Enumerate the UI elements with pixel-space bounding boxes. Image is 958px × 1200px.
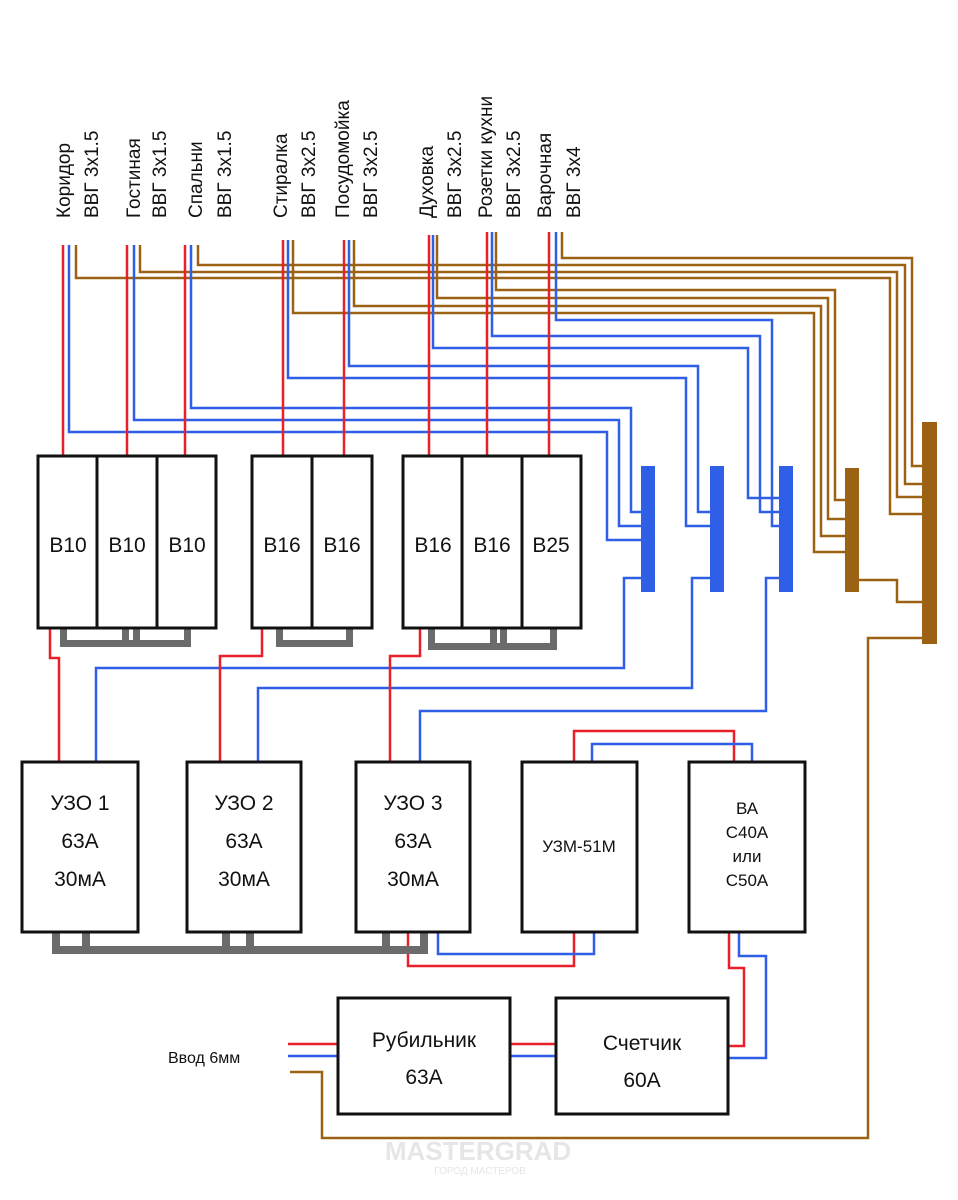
- circuit-cable-dishwasher: ВВГ 3х2.5: [361, 131, 382, 218]
- rcd-2-name: УЗО 2: [214, 792, 273, 815]
- rcd-3-current: 63А: [394, 830, 431, 853]
- rcd-1-name: УЗО 1: [50, 792, 109, 815]
- breaker-label-living-room: B10: [108, 534, 145, 557]
- watermark-subtitle: ГОРОД МАСТЕРОВ: [434, 1166, 526, 1177]
- rcd-1-current: 63А: [61, 830, 98, 853]
- input-label: Ввод 6мм: [168, 1050, 240, 1067]
- breakers-group-3: B16 B16 B25: [401, 454, 583, 630]
- rcd-3: УЗО 3 63А 30мА: [354, 760, 472, 934]
- circuit-name-oven: Духовка: [417, 146, 438, 218]
- circuit-cable-bedrooms: ВВГ 3х1.5: [215, 131, 236, 218]
- breaker-comb-busbars: [60, 628, 557, 650]
- watermark-logo: MASTERGRAD ГОРОД МАСТЕРОВ: [385, 1136, 571, 1177]
- meter-rating: 60А: [623, 1069, 660, 1092]
- rcd-2-leakage: 30мА: [218, 868, 270, 891]
- breaker-label-corridor: B10: [49, 534, 86, 557]
- breaker-label-washer: B16: [263, 534, 300, 557]
- breaker-label-dishwasher: B16: [323, 534, 360, 557]
- voltage-relay-uzm: УЗМ-51М: [520, 760, 639, 934]
- circuit-name-living-room: Гостиная: [124, 138, 145, 218]
- breakers-group-2: B16 B16: [250, 454, 374, 630]
- circuit-cable-oven: ВВГ 3х2.5: [445, 131, 466, 218]
- rcd-1-leakage: 30мА: [54, 868, 106, 891]
- energy-meter: Счетчик 60А: [554, 996, 730, 1116]
- circuit-cable-cooktop: ВВГ 3х4: [564, 146, 585, 218]
- main-switch: Рубильник 63А: [336, 996, 512, 1116]
- earth-busbar-2: [922, 422, 937, 644]
- main-breaker-rating-2: С50А: [726, 871, 769, 890]
- rcd-3-name: УЗО 3: [383, 792, 442, 815]
- main-breaker-rating-1: С40А: [726, 823, 769, 842]
- main-breaker-or: или: [733, 847, 762, 866]
- rcd-2: УЗО 2 63А 30мА: [185, 760, 303, 934]
- breaker-label-kitchen-sockets: B16: [473, 534, 510, 557]
- neutral-busbar-1: [641, 466, 655, 592]
- circuit-cable-corridor: ВВГ 3х1.5: [82, 131, 103, 218]
- circuit-name-bedrooms: Спальни: [186, 141, 207, 218]
- circuit-cable-kitchen-sockets: ВВГ 3х2.5: [504, 131, 525, 218]
- neutral-wires: [67, 232, 781, 762]
- circuit-name-corridor: Коридор: [54, 143, 75, 218]
- busbars: [641, 422, 937, 644]
- circuit-name-cooktop: Варочная: [535, 133, 556, 218]
- uzm-label: УЗМ-51М: [542, 837, 616, 856]
- phase-wires: [48, 232, 551, 762]
- breaker-label-cooktop: B25: [532, 534, 569, 557]
- rcd-2-current: 63А: [225, 830, 262, 853]
- rcd-3-leakage: 30мА: [387, 868, 439, 891]
- circuit-cable-washer: ВВГ 3х2.5: [299, 131, 320, 218]
- circuit-name-kitchen-sockets: Розетки кухни: [476, 96, 497, 218]
- circuit-cable-living-room: ВВГ 3х1.5: [150, 131, 171, 218]
- breaker-label-oven: B16: [414, 534, 451, 557]
- rcd-1: УЗО 1 63А 30мА: [20, 760, 140, 934]
- breakers-group-1: B10 B10 B10: [36, 454, 218, 630]
- breaker-label-bedrooms: B10: [168, 534, 205, 557]
- earth-wires: [74, 232, 924, 1140]
- switch-rating: 63А: [405, 1066, 442, 1089]
- circuit-labels: Коридор ВВГ 3х1.5 Гостиная ВВГ 3х1.5 Спа…: [54, 96, 585, 218]
- neutral-busbar-2: [710, 466, 724, 592]
- meter-name: Счетчик: [603, 1032, 682, 1055]
- circuit-name-washer: Стиралка: [271, 133, 292, 218]
- earth-busbar-1: [845, 468, 859, 592]
- neutral-busbar-3: [779, 466, 793, 592]
- main-breaker-type: ВА: [736, 799, 759, 818]
- main-breaker: ВА С40А или С50А: [687, 760, 807, 934]
- rcd-comb-busbar: [52, 932, 428, 954]
- switch-name: Рубильник: [372, 1029, 477, 1052]
- circuit-name-dishwasher: Посудомойка: [333, 100, 354, 218]
- watermark-title: MASTERGRAD: [385, 1136, 571, 1166]
